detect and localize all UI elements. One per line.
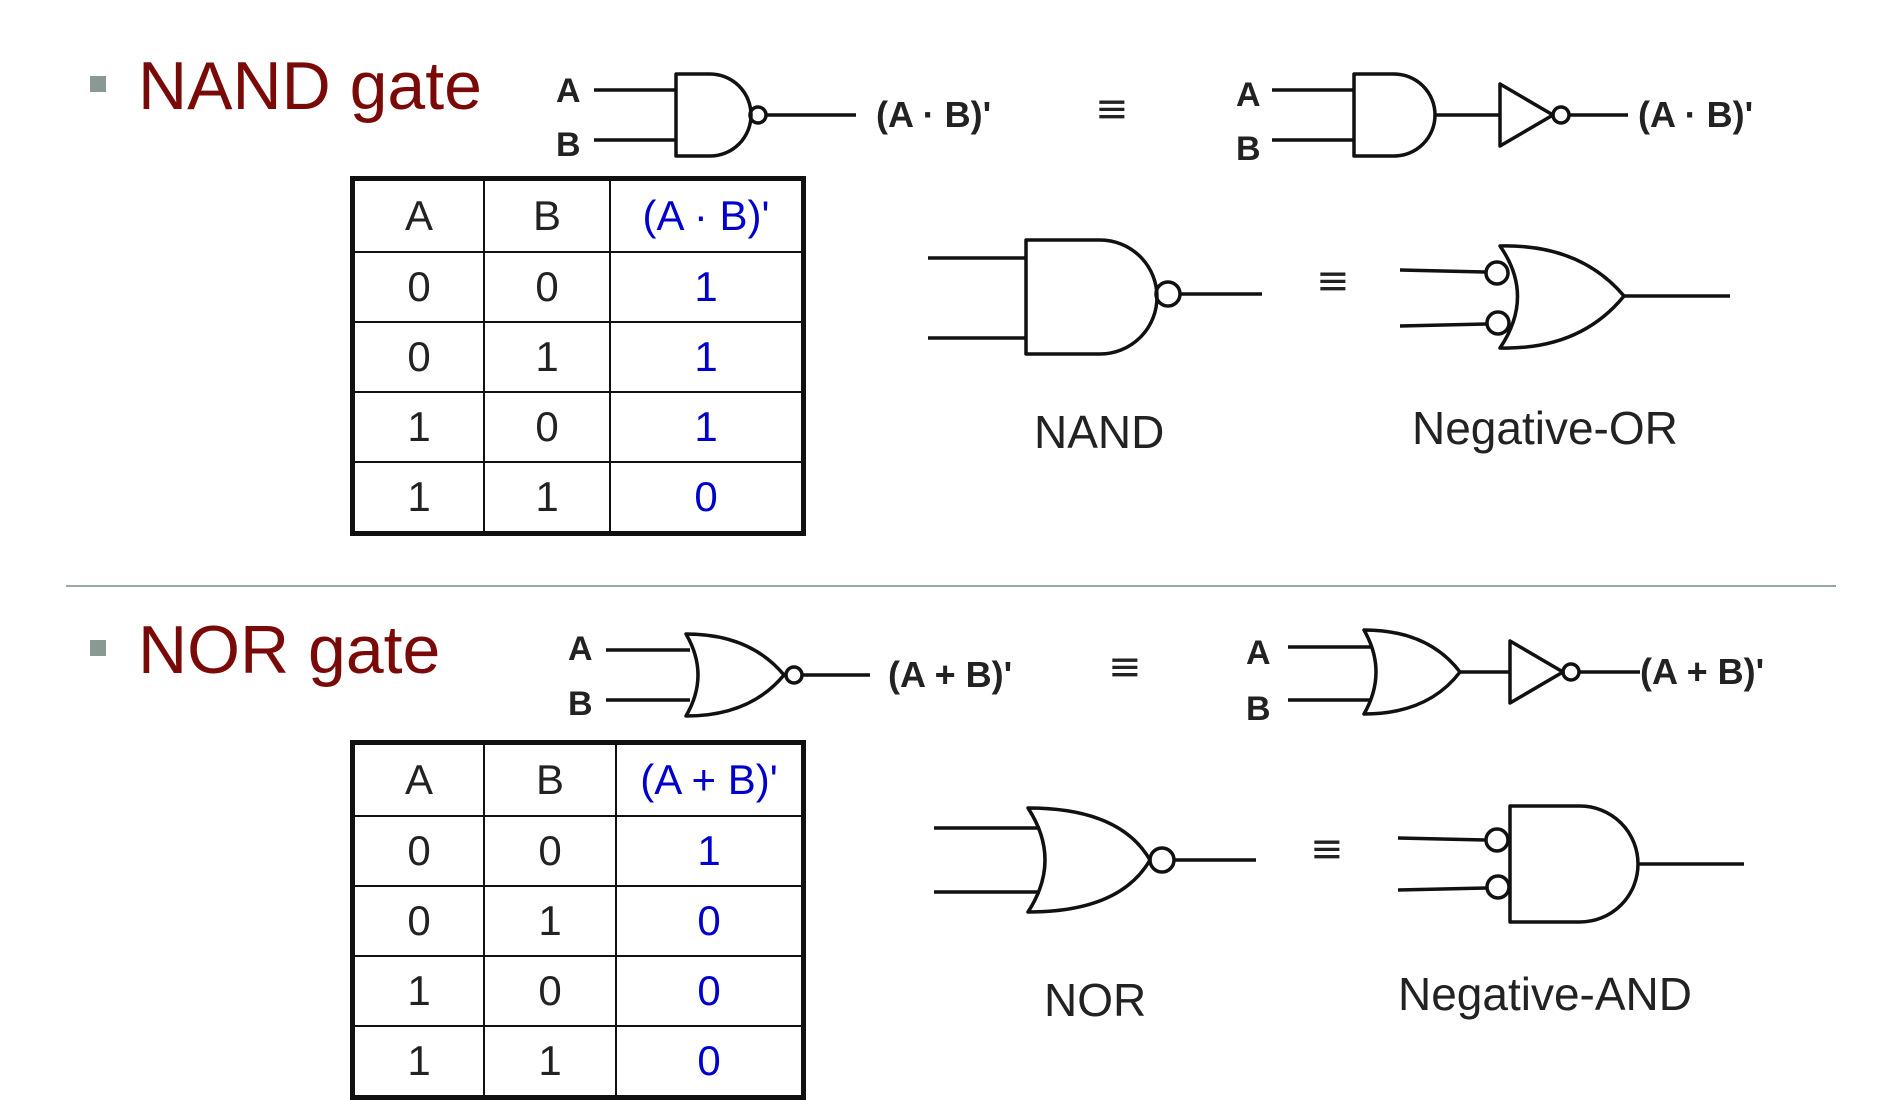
header-b: B bbox=[483, 177, 611, 253]
bullet-nand bbox=[90, 76, 106, 92]
header-a: A bbox=[351, 741, 485, 817]
cell-output: 1 bbox=[609, 391, 805, 463]
cell-a: 1 bbox=[351, 955, 485, 1027]
table-row: 1 1 0 bbox=[351, 461, 805, 535]
nand-input-b-label: B bbox=[556, 126, 581, 164]
cell-a: 0 bbox=[351, 321, 485, 393]
nand-equivalence-symbol: ≡ bbox=[1095, 86, 1129, 132]
cell-b: 1 bbox=[483, 321, 611, 393]
cell-b: 0 bbox=[483, 815, 617, 887]
cell-output: 1 bbox=[609, 321, 805, 393]
cell-a: 1 bbox=[351, 391, 485, 463]
nand-symbol bbox=[594, 72, 856, 158]
nor-truth-table: A B (A + B)' 0 0 1 0 1 0 1 0 0 1 1 0 bbox=[350, 740, 806, 1100]
cell-output: 1 bbox=[609, 251, 805, 323]
table-row: 1 0 1 bbox=[351, 391, 805, 463]
table-header-row: A B (A · B)' bbox=[351, 177, 805, 253]
nor-input-a-label: A bbox=[568, 630, 593, 668]
negative-or-gate bbox=[1399, 244, 1730, 350]
and-inv-input-b-label: B bbox=[1236, 130, 1261, 168]
table-header-row: A B (A + B)' bbox=[351, 741, 805, 817]
nor-heading: NOR gate bbox=[138, 612, 441, 688]
bullet-nor bbox=[90, 640, 106, 656]
nor-caption: NOR bbox=[1044, 974, 1146, 1026]
nand-heading: NAND gate bbox=[138, 48, 482, 124]
section-divider bbox=[66, 585, 1836, 587]
nand-negor-equivalence: ≡ bbox=[1316, 258, 1350, 304]
cell-a: 0 bbox=[351, 251, 485, 323]
header-output: (A · B)' bbox=[609, 177, 805, 253]
nor-input-b-label: B bbox=[568, 685, 593, 723]
nor-output-expression: (A + B)' bbox=[888, 654, 1012, 695]
header-b: B bbox=[483, 741, 617, 817]
negative-or-caption: Negative-OR bbox=[1412, 402, 1678, 454]
cell-b: 1 bbox=[483, 1025, 617, 1099]
and-inverter-symbol bbox=[1272, 72, 1628, 158]
cell-output: 0 bbox=[615, 955, 805, 1027]
table-row: 0 1 1 bbox=[351, 321, 805, 393]
nand-input-a-label: A bbox=[556, 72, 581, 110]
cell-a: 0 bbox=[351, 885, 485, 957]
cell-a: 0 bbox=[351, 815, 485, 887]
cell-b: 1 bbox=[483, 885, 617, 957]
and-inv-output-expression: (A · B)' bbox=[1638, 94, 1753, 135]
cell-b: 0 bbox=[483, 391, 611, 463]
table-row: 0 0 1 bbox=[351, 815, 805, 887]
nor-symbol bbox=[606, 632, 870, 718]
nor-negand-equivalence: ≡ bbox=[1310, 826, 1344, 872]
nand-gate-large bbox=[928, 238, 1262, 356]
nand-caption: NAND bbox=[1034, 406, 1164, 458]
cell-b: 0 bbox=[483, 251, 611, 323]
table-row: 1 1 0 bbox=[351, 1025, 805, 1099]
header-a: A bbox=[351, 177, 485, 253]
negative-and-caption: Negative-AND bbox=[1398, 968, 1692, 1020]
nor-equivalence-symbol: ≡ bbox=[1108, 644, 1142, 690]
or-inv-input-a-label: A bbox=[1246, 634, 1271, 672]
or-inv-input-b-label: B bbox=[1246, 690, 1271, 728]
cell-b: 0 bbox=[483, 955, 617, 1027]
cell-a: 1 bbox=[351, 1025, 485, 1099]
header-output: (A + B)' bbox=[615, 741, 805, 817]
cell-output: 1 bbox=[615, 815, 805, 887]
or-inv-output-expression: (A + B)' bbox=[1640, 651, 1764, 692]
cell-output: 0 bbox=[615, 885, 805, 957]
and-inv-input-a-label: A bbox=[1236, 76, 1261, 114]
table-row: 1 0 0 bbox=[351, 955, 805, 1027]
cell-a: 1 bbox=[351, 461, 485, 535]
table-row: 0 0 1 bbox=[351, 251, 805, 323]
nor-gate-large bbox=[934, 806, 1256, 914]
table-row: 0 1 0 bbox=[351, 885, 805, 957]
or-inverter-symbol bbox=[1288, 628, 1640, 716]
nand-output-expression: (A · B)' bbox=[876, 94, 991, 135]
negative-and-gate bbox=[1397, 804, 1744, 924]
cell-output: 0 bbox=[609, 461, 805, 535]
nand-truth-table: A B (A · B)' 0 0 1 0 1 1 1 0 1 1 1 0 bbox=[350, 176, 806, 536]
cell-b: 1 bbox=[483, 461, 611, 535]
